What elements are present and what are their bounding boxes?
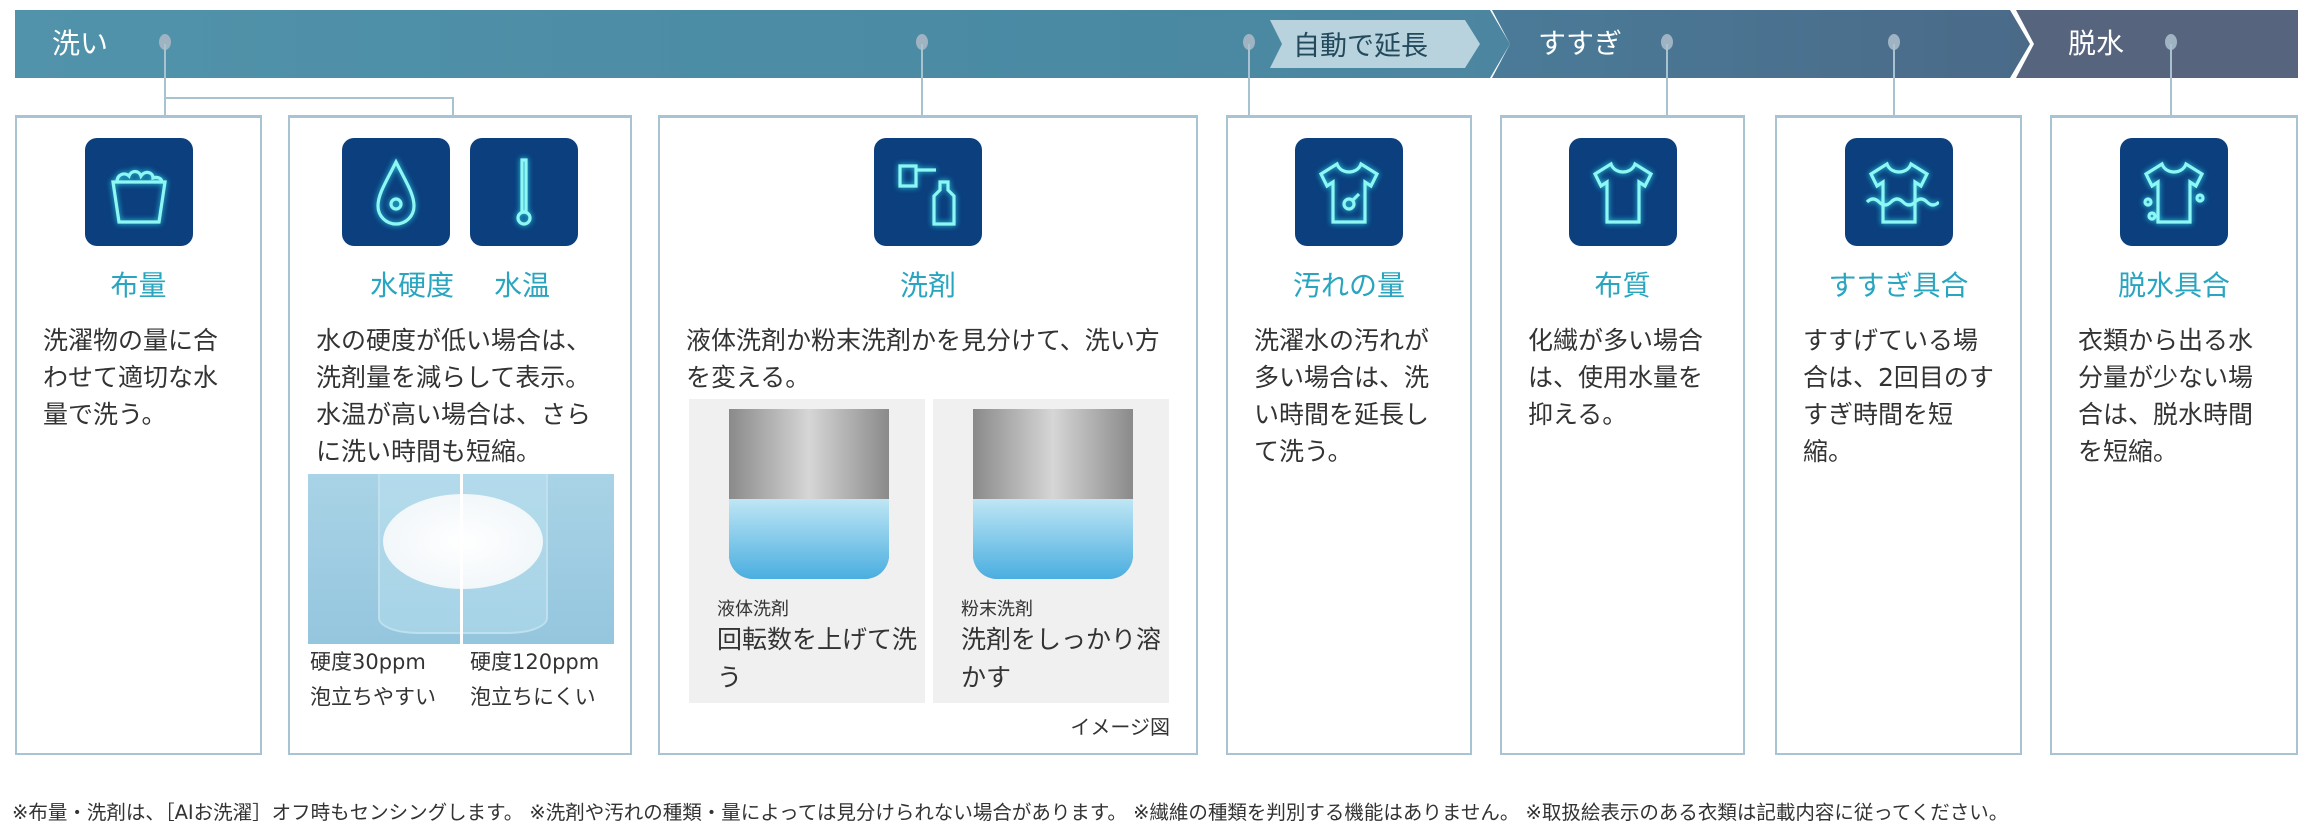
connector-line — [164, 97, 454, 99]
basket-icon — [84, 138, 193, 246]
card-spin-status: 脱水具合 衣類から出る水分量が少ない場合は、脱水時間を短縮。 — [2050, 115, 2298, 755]
dripping-shirt-icon — [2120, 138, 2228, 246]
connector-line — [452, 97, 454, 115]
connector-dot — [1888, 34, 1900, 50]
water-drop-icon — [342, 138, 450, 246]
card-body: 洗濯水の汚れが多い場合は、洗い時間を延長して洗う。 — [1254, 326, 1430, 466]
connector-dot — [159, 34, 171, 50]
image-note: イメージ図 — [1070, 715, 1170, 739]
connector-line — [1893, 44, 1895, 115]
drum-image — [973, 409, 1133, 579]
connector-line — [921, 44, 923, 115]
step-wash-label: 洗い — [52, 27, 109, 60]
step-wash-bar — [15, 10, 1510, 78]
card-fabric-type: 布質 化繊が多い場合は、使用水量を抑える。 — [1500, 115, 1745, 755]
panel-label: 粉末洗剤 — [961, 599, 1033, 620]
connector-dot — [2165, 34, 2177, 50]
connector-line — [1248, 44, 1250, 115]
thermometer-icon — [470, 138, 578, 246]
card-title: すすぎ具合 — [1828, 269, 1969, 302]
card-body: 液体洗剤か粉末洗剤かを見分けて、洗い方を変える。 — [686, 326, 1160, 392]
card-title: 洗剤 — [899, 269, 956, 302]
shirt-icon — [1568, 138, 1677, 246]
card-water-hardness-temp: 水硬度 水温 水の硬度が低い場合は、洗剤量を減らして表示。水温が高い場合は、さらに… — [288, 115, 632, 755]
foam-comparison-photo — [308, 474, 614, 644]
card-title: 水硬度 — [369, 269, 454, 302]
step-rinse-bar — [1492, 10, 2030, 78]
card-body: 衣類から出る水分量が少ない場合は、脱水時間を短縮。 — [2078, 326, 2254, 466]
rinse-shirt-icon — [1844, 138, 1953, 246]
detergent-icon — [874, 138, 982, 246]
caption-hardness-low: 硬度30ppm — [310, 650, 426, 674]
stained-shirt-icon — [1295, 138, 1403, 246]
liquid-detergent-panel: 液体洗剤 回転数を上げて洗う — [689, 399, 925, 703]
connector-line — [164, 44, 166, 115]
card-body: 水の硬度が低い場合は、洗剤量を減らして表示。水温が高い場合は、さらに洗い時間も短… — [316, 326, 592, 466]
panel-text: 回転数を上げて洗う — [717, 625, 918, 692]
panel-label: 液体洗剤 — [717, 599, 789, 620]
card-body: 洗濯物の量に合わせて適切な水量で洗う。 — [43, 326, 219, 429]
connector-line — [2170, 44, 2172, 115]
step-auto-extend-bar — [1270, 20, 1480, 68]
card-dirt-amount: 汚れの量 洗濯水の汚れが多い場合は、洗い時間を延長して洗う。 — [1226, 115, 1472, 755]
step-spin-label: 脱水 — [2068, 27, 2125, 60]
caption-foam-easy: 泡立ちやすい — [310, 685, 436, 709]
connector-dot — [1661, 34, 1673, 50]
card-title: 水温 — [494, 269, 551, 302]
card-title: 布質 — [1594, 269, 1651, 302]
step-rinse-label: すすぎ — [1538, 27, 1623, 60]
drum-image — [729, 409, 889, 579]
caption-hardness-high: 硬度120ppm — [470, 650, 600, 674]
card-title: 布量 — [110, 269, 167, 302]
connector-line — [1666, 44, 1668, 115]
step-extend-label: 自動で延長 — [1293, 31, 1428, 62]
footnote: ※布量・洗剤は、［AIお洗濯］オフ時もセンシングします。 ※洗剤や汚れの種類・量… — [12, 801, 2009, 824]
step-spin-bar — [2016, 10, 2298, 78]
panel-text: 洗剤をしっかり溶かす — [961, 625, 1162, 692]
card-cloth-amount: 布量 洗濯物の量に合わせて適切な水量で洗う。 — [15, 115, 262, 755]
powder-detergent-panel: 粉末洗剤 洗剤をしっかり溶かす — [933, 399, 1169, 703]
card-detergent: 洗剤 液体洗剤か粉末洗剤かを見分けて、洗い方を変える。 液体洗剤 回転数を上げて… — [658, 115, 1198, 755]
card-body: 化繊が多い場合は、使用水量を抑える。 — [1528, 326, 1704, 429]
card-body: すすげている場合は、2回目のすすぎ時間を短縮。 — [1803, 326, 1994, 466]
card-title: 脱水具合 — [2117, 269, 2230, 302]
connector-dot — [916, 34, 928, 50]
connector-dot — [1243, 34, 1255, 50]
caption-foam-hard: 泡立ちにくい — [470, 685, 596, 709]
card-title: 汚れの量 — [1292, 269, 1405, 302]
card-rinse-status: すすぎ具合 すすげている場合は、2回目のすすぎ時間を短縮。 — [1775, 115, 2022, 755]
